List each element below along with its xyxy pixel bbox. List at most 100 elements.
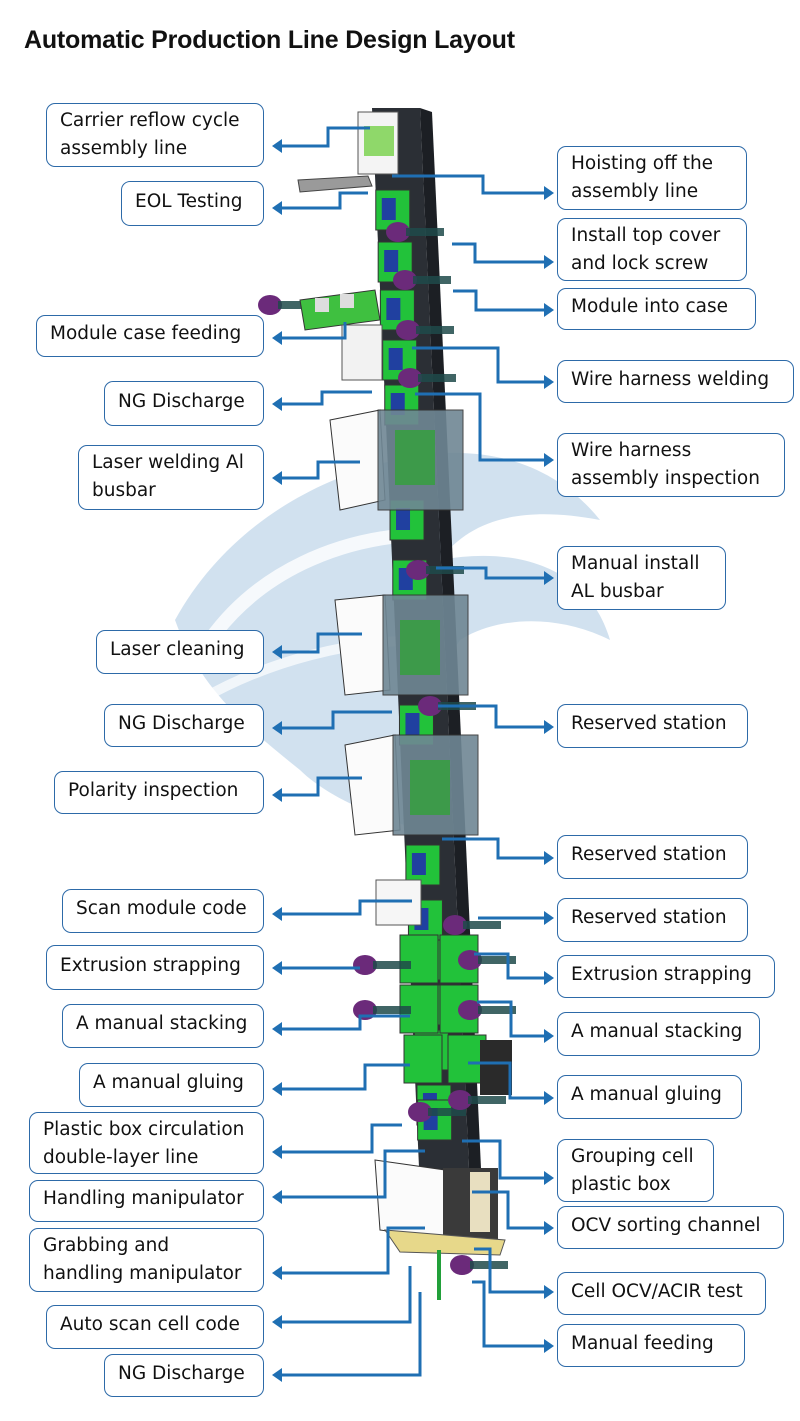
label-text-line: AL busbar (571, 581, 664, 602)
robot-icon (450, 1255, 474, 1275)
label-text-line: assembly line (571, 181, 699, 202)
label-right-reserved-station-3: Reserved station (557, 898, 748, 942)
gluing-cabinet (480, 1040, 512, 1095)
arrowhead-icon (272, 201, 282, 215)
callout-line-left-laser-cleaning (272, 632, 362, 659)
robot-icon (386, 222, 410, 242)
label-left-module-case-feeding: Module case feeding (36, 315, 264, 357)
label-text-line: and lock screw (571, 253, 709, 274)
label-text-line: double-layer line (43, 1147, 199, 1168)
arrowhead-icon (272, 645, 282, 659)
callout-line-right-reserved-station-3 (478, 911, 554, 925)
callout-line-left-ng-discharge-1 (272, 390, 372, 411)
label-text-line: busbar (92, 480, 156, 501)
robot-arm (406, 228, 444, 236)
callout-line-right-reserved-station-1 (438, 704, 554, 734)
label-left-eol-testing: EOL Testing (121, 181, 264, 226)
label-left-ng-discharge-3: NG Discharge (104, 1354, 264, 1397)
callout-line-right-ocv-sorting-channel (472, 1190, 554, 1235)
arrowhead-icon (272, 721, 282, 735)
robot-arm (416, 326, 454, 334)
label-right-manual-gluing-right: A manual gluing (557, 1075, 742, 1119)
callout-line-left-extrusion-strapping-left (272, 961, 360, 975)
label-text-line: OCV sorting channel (571, 1215, 761, 1236)
label-left-grabbing-handling-manipulator: Grabbing and handling manipulator (29, 1228, 264, 1292)
robot-icon (353, 955, 377, 975)
label-left-scan-module-code: Scan module code (62, 889, 264, 933)
arrowhead-icon (544, 255, 554, 269)
label-right-reserved-station-1: Reserved station (557, 704, 748, 748)
callout-line-left-handling-manipulator (272, 1149, 425, 1204)
label-text-line: plastic box (571, 1174, 671, 1195)
arrowhead-icon (544, 303, 554, 317)
arrowhead-icon (544, 186, 554, 200)
callout-line-right-wire-harness-welding (412, 346, 554, 389)
label-text-line: Auto scan cell code (60, 1314, 240, 1335)
label-right-install-top-cover: Install top cover and lock screw (557, 218, 747, 281)
arrowhead-icon (272, 1022, 282, 1036)
robot-arm (373, 1006, 411, 1014)
callout-line-right-reserved-station-2 (442, 837, 554, 865)
label-left-extrusion-strapping-left: Extrusion strapping (46, 945, 264, 990)
label-text-line: Install top cover (571, 225, 721, 246)
label-text-line: Module case feeding (50, 323, 242, 344)
label-text-line: Extrusion strapping (571, 964, 752, 985)
label-left-manual-gluing-left: A manual gluing (79, 1063, 264, 1107)
arrowhead-icon (544, 1171, 554, 1185)
label-left-manual-stacking-left: A manual stacking (62, 1004, 264, 1048)
label-right-reserved-station-2: Reserved station (557, 835, 748, 879)
robot-arm (413, 276, 451, 284)
callout-line-left-manual-stacking-left (272, 1014, 410, 1036)
callout-line-right-wire-harness-inspection (415, 392, 554, 467)
label-text-line: Module into case (571, 296, 728, 317)
arrowhead-icon (544, 1029, 554, 1043)
label-left-ng-discharge-1: NG Discharge (104, 381, 264, 426)
label-right-hoisting-off: Hoisting off the assembly line (557, 146, 747, 210)
label-text-line: Laser welding Al (92, 452, 244, 473)
cell-sorting-cabinet (374, 1159, 506, 1300)
arrowhead-icon (272, 1082, 282, 1096)
callout-line-left-grabbing-handling-manipulator (272, 1226, 425, 1280)
label-text-line: Grabbing and (43, 1235, 170, 1256)
arrowhead-icon (544, 1221, 554, 1235)
arrowhead-icon (272, 1315, 282, 1329)
robot-arm (468, 1096, 506, 1104)
fixture-block (381, 198, 396, 220)
arrowhead-icon (272, 1145, 282, 1159)
label-right-ocv-sorting-channel: OCV sorting channel (557, 1206, 784, 1249)
label-text-line: assembly inspection (571, 468, 760, 489)
label-text-line: assembly line (60, 138, 188, 159)
robot-arm (426, 566, 464, 574)
label-right-wire-harness-welding: Wire harness welding (557, 360, 794, 403)
label-text-line: Wire harness welding (571, 369, 770, 390)
label-text-line: Laser cleaning (110, 639, 245, 660)
callout-line-left-carrier-reflow (272, 126, 370, 153)
label-text-line: Grouping cell (571, 1146, 694, 1167)
arrowhead-icon (544, 1285, 554, 1299)
laser-welding-cabinet (329, 409, 464, 511)
label-text-line: A manual stacking (76, 1013, 248, 1034)
callout-line-left-ng-discharge-3 (272, 1292, 422, 1382)
callout-line-left-manual-gluing-left (272, 1063, 410, 1096)
callout-line-right-manual-install-al-busbar (436, 566, 554, 585)
callout-line-left-plastic-box-circulation (272, 1123, 402, 1159)
callout-line-right-grouping-cell-plastic-box (462, 1139, 554, 1185)
robot-icon (398, 368, 422, 388)
robot-icon (408, 1102, 432, 1122)
arrowhead-icon (272, 397, 282, 411)
label-text-line: handling manipulator (43, 1263, 242, 1284)
robot-icon (448, 1090, 472, 1110)
label-text-line: Extrusion strapping (60, 955, 241, 976)
label-text-line: NG Discharge (118, 391, 245, 412)
carrier-reflow-unit (357, 111, 399, 175)
label-text-line: Handling manipulator (43, 1188, 244, 1209)
arrowhead-icon (544, 571, 554, 585)
label-text-line: Hoisting off the (571, 153, 714, 174)
label-text-line: Reserved station (571, 713, 727, 734)
robot-arm (478, 1006, 516, 1014)
callout-line-right-extrusion-strapping-right (474, 952, 554, 985)
arrowhead-icon (272, 788, 282, 802)
label-text-line: Reserved station (571, 907, 727, 928)
